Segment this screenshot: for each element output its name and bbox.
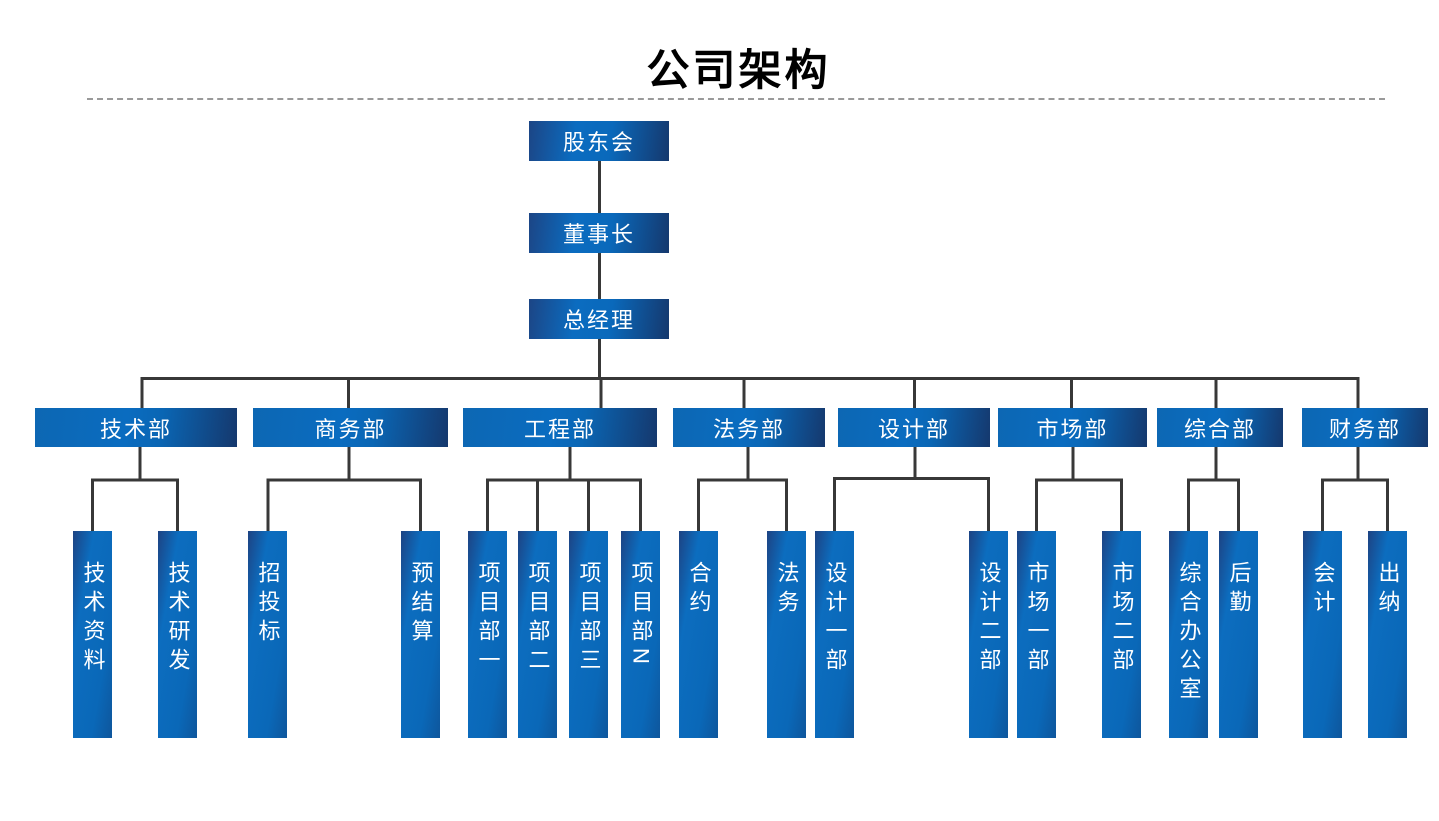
node-label: 股东会 — [562, 130, 635, 155]
unit-label: 技术研发 — [165, 561, 191, 677]
dept-label: 财务部 — [1328, 416, 1401, 442]
unit-design-1: 设计一部 — [815, 531, 854, 738]
unit-bidding: 招投标 — [248, 531, 287, 738]
dept-label: 商务部 — [314, 416, 387, 442]
unit-project-3: 项目部三 — [569, 531, 608, 738]
dept-label: 技术部 — [99, 416, 172, 442]
dept-technology: 技术部 — [35, 408, 237, 447]
dept-label: 综合部 — [1183, 416, 1256, 442]
dept-label: 市场部 — [1036, 416, 1109, 442]
dept-general-affairs: 综合部 — [1157, 408, 1283, 447]
dept-label: 设计部 — [877, 416, 950, 442]
unit-label: 合约 — [686, 561, 712, 619]
unit-design-2: 设计二部 — [969, 531, 1008, 738]
dept-finance: 财务部 — [1302, 408, 1428, 447]
unit-label: 市场二部 — [1109, 561, 1135, 677]
unit-label: 项目部N — [628, 561, 654, 671]
unit-logistics: 后勤 — [1219, 531, 1258, 738]
page-title: 公司架构 — [646, 47, 831, 95]
dept-legal: 法务部 — [673, 408, 825, 447]
node-label: 总经理 — [562, 308, 635, 333]
unit-label: 技术资料 — [80, 561, 106, 677]
unit-label: 项目部一 — [475, 561, 501, 677]
dept-design: 设计部 — [838, 408, 990, 447]
unit-label: 项目部二 — [525, 561, 551, 677]
dept-label: 法务部 — [712, 416, 785, 442]
unit-label: 出纳 — [1375, 561, 1401, 619]
unit-cashier: 出纳 — [1368, 531, 1407, 738]
unit-general-office: 综合办公室 — [1169, 531, 1208, 738]
unit-label: 设计一部 — [822, 561, 848, 677]
dept-business: 商务部 — [253, 408, 448, 447]
node-general-manager: 总经理 — [529, 299, 669, 339]
dept-marketing: 市场部 — [998, 408, 1147, 447]
unit-legal-affairs: 法务 — [767, 531, 806, 738]
unit-label: 项目部三 — [576, 561, 602, 677]
dept-label: 工程部 — [523, 416, 596, 442]
unit-label: 招投标 — [255, 561, 281, 648]
unit-project-2: 项目部二 — [518, 531, 557, 738]
title-divider — [87, 98, 1385, 100]
unit-marketing-1: 市场一部 — [1017, 531, 1056, 738]
unit-label: 法务 — [774, 561, 800, 619]
node-shareholders: 股东会 — [529, 121, 669, 161]
unit-project-1: 项目部一 — [468, 531, 507, 738]
unit-label: 后勤 — [1226, 561, 1252, 619]
node-label: 董事长 — [562, 222, 635, 247]
unit-label: 预结算 — [408, 561, 434, 648]
dept-engineering: 工程部 — [463, 408, 657, 447]
unit-budget-settlement: 预结算 — [401, 531, 440, 738]
unit-label: 综合办公室 — [1176, 561, 1202, 706]
unit-label: 会计 — [1310, 561, 1336, 619]
unit-marketing-2: 市场二部 — [1102, 531, 1141, 738]
unit-contracts: 合约 — [679, 531, 718, 738]
unit-label: 市场一部 — [1024, 561, 1050, 677]
unit-project-n: 项目部N — [621, 531, 660, 738]
unit-accounting: 会计 — [1303, 531, 1342, 738]
unit-label: 设计二部 — [976, 561, 1002, 677]
unit-tech-rd: 技术研发 — [158, 531, 197, 738]
node-chairman: 董事长 — [529, 213, 669, 253]
unit-tech-docs: 技术资料 — [73, 531, 112, 738]
